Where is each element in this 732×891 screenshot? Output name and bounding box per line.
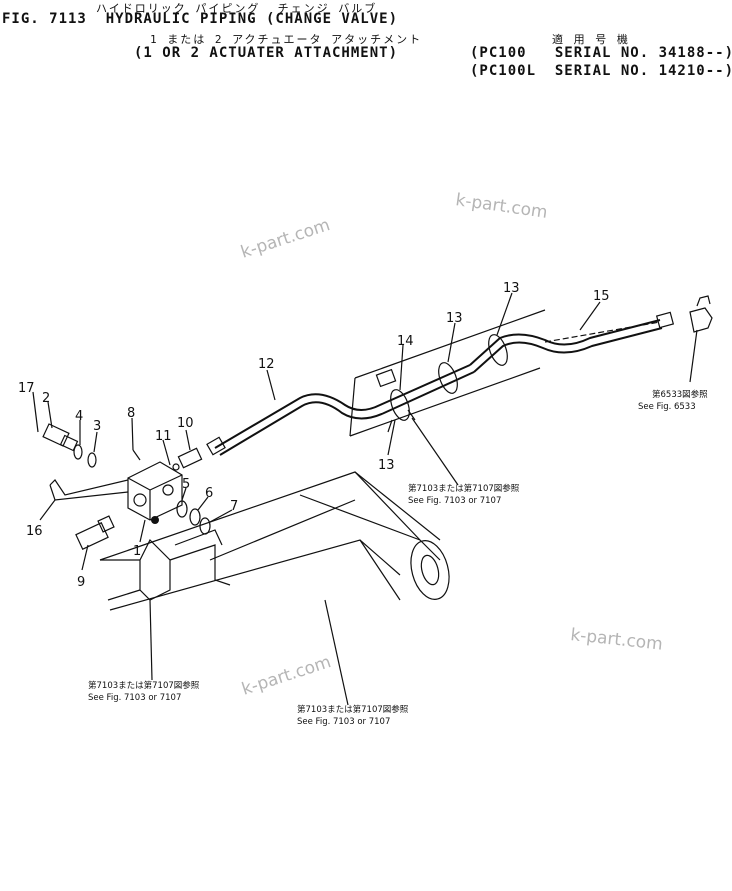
- watermark-1: k-part.com: [454, 190, 548, 223]
- watermark-4: k-part.com: [239, 652, 333, 700]
- kana-title: ハイドロリック パイピング チェンジ バルブ: [96, 2, 378, 15]
- callout-13c: 13: [378, 458, 395, 473]
- callout-11: 11: [155, 429, 172, 444]
- watermark-3: k-part.com: [569, 625, 663, 655]
- tee-fitting: [689, 295, 713, 333]
- callout-16: 16: [26, 524, 43, 539]
- watermarks: k-part.com k-part.com k-part.com k-part.…: [238, 190, 663, 700]
- note-7103-jp-b: 第7103または第7107図参照: [88, 680, 200, 691]
- serial-line-2: (PC100L SERIAL NO. 14210--): [470, 63, 732, 79]
- clamps: [375, 334, 508, 433]
- kana-subtitle: 1 または 2 アクチュエータ アタッチメント: [150, 33, 423, 46]
- serial-line-1: (PC100 SERIAL NO. 34188--): [470, 45, 732, 61]
- callout-3: 3: [93, 419, 101, 434]
- change-valve-assembly: [42, 423, 231, 601]
- note-7103-en-a: See Fig. 7103 or 7107: [408, 496, 501, 506]
- leader-lines: [32, 292, 698, 706]
- callout-1: 1: [133, 544, 141, 559]
- note-6533-jp: 第6533図参照: [652, 389, 708, 400]
- figure-subtitle: (1 OR 2 ACTUATER ATTACHMENT): [134, 45, 399, 61]
- callout-12: 12: [258, 357, 275, 372]
- callout-17: 17: [18, 381, 35, 396]
- callout-10: 10: [177, 416, 194, 431]
- callout-13a: 13: [446, 311, 463, 326]
- watermark-2: k-part.com: [238, 215, 332, 263]
- note-7103-jp-c: 第7103または第7107図参照: [297, 704, 409, 715]
- callout-6: 6: [205, 486, 213, 501]
- callout-8: 8: [127, 406, 135, 421]
- callout-15: 15: [593, 289, 610, 304]
- note-7103-jp-a: 第7103または第7107図参照: [408, 483, 520, 494]
- note-7103-en-b: See Fig. 7103 or 7107: [88, 693, 181, 703]
- callout-13b: 13: [503, 281, 520, 296]
- callout-7: 7: [230, 499, 238, 514]
- applicable-label: 適 用 号 機: [552, 33, 630, 46]
- figure-title: FIG. 7113 HYDRAULIC PIPING (CHANGE VALVE…: [2, 11, 399, 27]
- callout-4: 4: [75, 409, 83, 424]
- callout-9: 9: [77, 575, 85, 590]
- callout-numbers: 1 2 3 4 5 6 7 8 9 10 11 12 13 13 13 13 1…: [18, 281, 610, 590]
- pipe-15: [469, 311, 675, 373]
- pipe-12: [206, 364, 475, 456]
- note-7103-en-c: See Fig. 7103 or 7107: [297, 717, 390, 727]
- callout-5: 5: [182, 477, 190, 492]
- callout-2: 2: [42, 391, 50, 406]
- callout-14: 14: [397, 334, 414, 349]
- reference-notes: 第6533図参照 See Fig. 6533 第7103または第7107図参照 …: [88, 389, 708, 727]
- note-6533-en: See Fig. 6533: [638, 402, 696, 412]
- boom-outline: [99, 309, 546, 611]
